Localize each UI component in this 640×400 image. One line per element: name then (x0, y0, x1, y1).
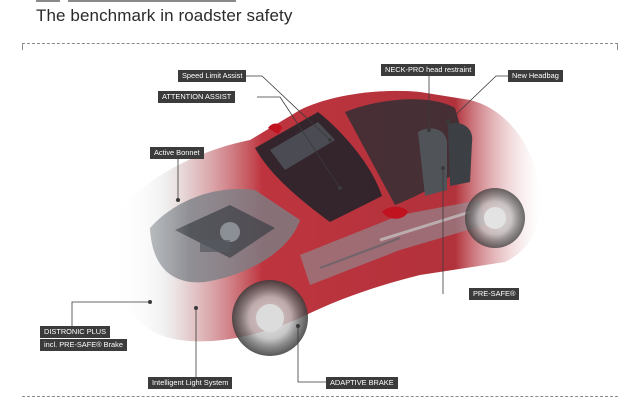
seat (418, 128, 447, 196)
page-title: The benchmark in roadster safety (36, 6, 293, 25)
bottom-divider (22, 396, 618, 397)
top-divider (22, 43, 618, 44)
label-speed-limit-assist: Speed Limit Assist (178, 70, 247, 82)
top-divider-right-tick (617, 43, 618, 50)
label-new-headbag: New Headbag (508, 70, 563, 82)
label-intelligent-light-system: Intelligent Light System (148, 377, 233, 389)
cropped-heading (36, 0, 236, 2)
label-active-bonnet: Active Bonnet (150, 147, 204, 159)
label-distronic-plus: DISTRONIC PLUS (40, 326, 111, 338)
side-mirror (382, 206, 408, 219)
leader-lines (71, 75, 508, 383)
label-pre-safe-brake: incl. PRE-SAFE® Brake (40, 339, 127, 351)
leader-dots (148, 120, 450, 328)
label-adaptive-brake: ADAPTIVE BRAKE (326, 377, 398, 389)
top-divider-left-tick (22, 43, 23, 50)
label-neck-pro: NECK-PRO head restraint (381, 64, 476, 76)
windshield-glare (270, 122, 335, 170)
label-pre-safe: PRE-SAFE® (469, 288, 520, 300)
label-attention-assist: ATTENTION ASSIST (158, 91, 236, 103)
seat-rear (448, 122, 473, 186)
windshield (255, 112, 382, 222)
